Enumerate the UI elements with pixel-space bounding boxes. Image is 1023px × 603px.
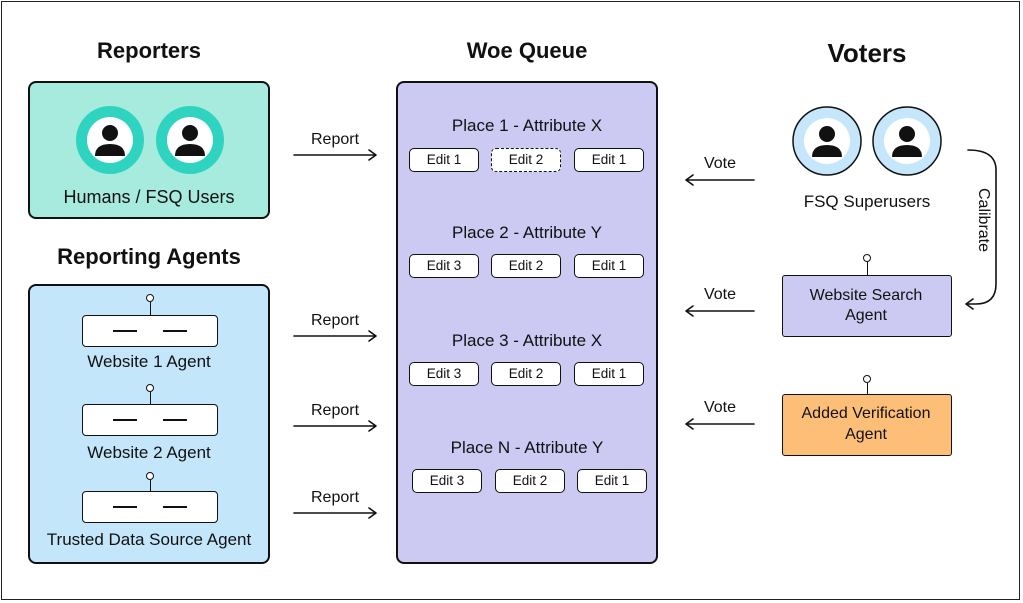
robot-agent-icon [82,404,218,436]
report-arrow [293,420,377,432]
queue-group-title: Place 3 - Attribute X [451,331,603,350]
calibrate-arrow [965,149,997,310]
robot-agent-icon [82,315,218,347]
edit-chip: Edit 1 [574,148,644,172]
edit-chip: Edit 3 [409,254,479,278]
antenna-icon [867,383,868,395]
verification-agent-box: Added Verification Agent [782,394,952,456]
edit-chip: Edit 1 [574,362,644,386]
antenna-knob-icon [863,375,871,383]
antenna-icon [150,302,151,316]
edit-chip: Edit 3 [412,469,482,493]
report-arrow [293,149,377,161]
edit-chip: Edit 2 [495,469,565,493]
vote-arrow-label: Vote [703,399,737,416]
vote-arrow-label: Vote [703,155,737,172]
vote-arrow [685,418,755,430]
superusers-caption: FSQ Superusers [803,192,931,211]
woe-queue-heading: Woe Queue [466,38,588,63]
vote-arrow [685,305,755,317]
robot-agent-icon [82,491,218,523]
agent-label: Website 1 Agent [87,352,211,371]
superuser-avatar-icon [792,106,862,181]
antenna-icon [150,392,151,406]
report-arrow-label: Report [310,312,360,329]
agent-label: Trusted Data Source Agent [46,530,252,549]
queue-group-title: Place N - Attribute Y [450,438,604,457]
woe-queue-panel: Place 1 - Attribute X Edit 1 Edit 2 Edit… [396,81,658,564]
queue-group-title: Place 1 - Attribute X [451,116,603,135]
report-arrow [293,507,377,519]
reporters-panel: Humans / FSQ Users [28,81,270,219]
edit-chip-pending: Edit 2 [491,148,561,172]
superuser-avatar-icon [872,106,942,181]
voters-heading: Voters [827,38,907,68]
edit-chip: Edit 2 [491,254,561,278]
queue-group-title: Place 2 - Attribute Y [452,223,602,242]
antenna-icon [150,480,151,492]
report-arrow-label: Report [310,402,360,419]
agent-label: Website 2 Agent [87,443,211,462]
verification-agent-label: Added Verification Agent [801,405,931,443]
website-search-agent-box: Website Search Agent [782,275,952,337]
user-avatar-icon [75,105,145,180]
report-arrow [293,330,377,342]
antenna-knob-icon [863,254,871,262]
vote-arrow-label: Vote [703,286,737,303]
antenna-knob-icon [146,384,154,392]
antenna-icon [867,262,868,276]
report-arrow-label: Report [310,489,360,506]
reporting-agents-panel: Website 1 Agent Website 2 Agent Trusted … [28,284,270,564]
website-search-agent-label: Website Search Agent [809,287,923,324]
antenna-knob-icon [146,472,154,480]
antenna-knob-icon [146,294,154,302]
user-avatar-icon [155,105,225,180]
edit-chip: Edit 1 [577,469,647,493]
edit-chip: Edit 1 [574,254,644,278]
reporters-caption: Humans / FSQ Users [63,187,235,207]
vote-arrow [685,174,755,186]
edit-chip: Edit 1 [409,148,479,172]
reporting-agents-heading: Reporting Agents [57,244,241,269]
edit-chip: Edit 2 [491,362,561,386]
report-arrow-label: Report [310,131,360,148]
reporters-heading: Reporters [97,38,201,63]
edit-chip: Edit 3 [409,362,479,386]
